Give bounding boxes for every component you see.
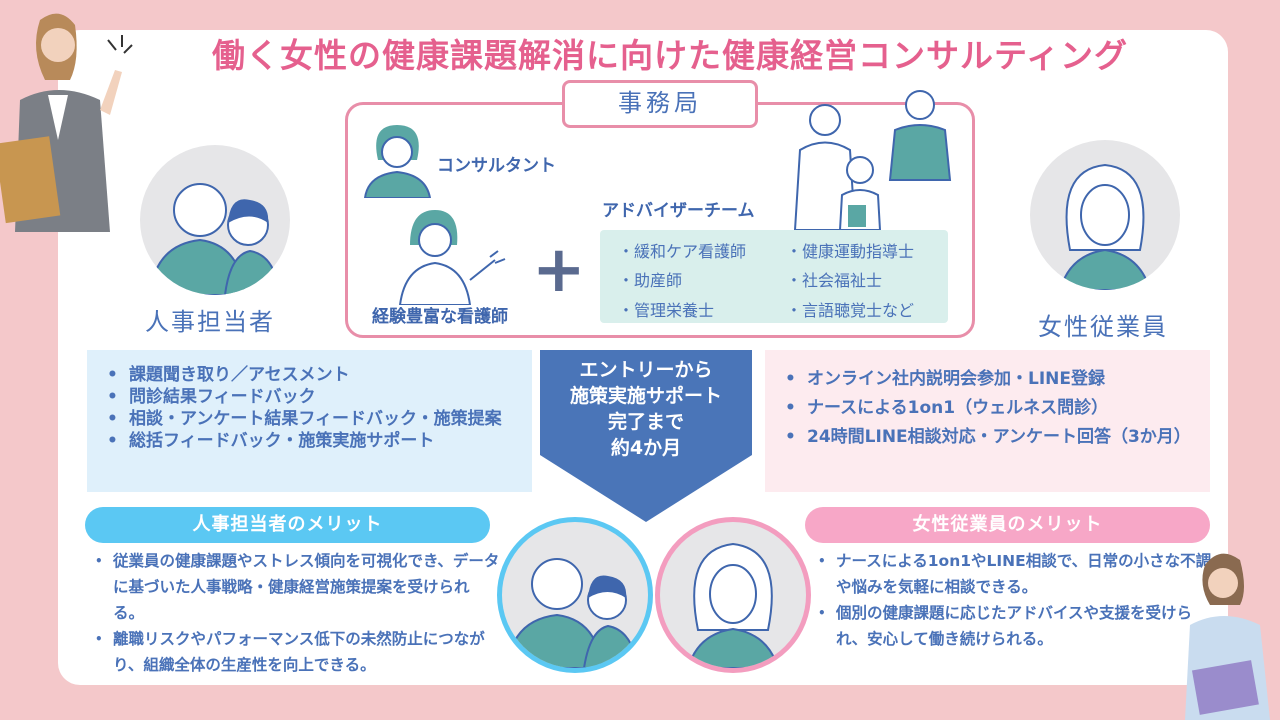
office-label: 事務局 xyxy=(562,80,758,128)
employee-merit-heading: 女性従業員のメリット xyxy=(805,507,1210,543)
hr-merit-heading: 人事担当者のメリット xyxy=(85,507,490,543)
advisor-list: ・緩和ケア看護師 ・健康運動指導士 ・助産師 ・社会福祉士 ・管理栄養士 ・言語… xyxy=(600,230,948,323)
timeline-arrow xyxy=(540,350,752,522)
consultant-label: コンサルタント xyxy=(437,156,556,176)
advisor-item: ・管理栄養士 xyxy=(618,300,715,320)
hr-task-item: 問診結果フィードバック xyxy=(107,386,522,408)
medical-staff-illustration xyxy=(793,90,952,230)
hr-task-item: 総括フィードバック・施策実施サポート xyxy=(107,430,522,452)
hr-task-list: 課題聞き取り／アセスメント 問診結果フィードバック 相談・アンケート結果フィード… xyxy=(87,350,532,492)
presenter-woman-illustration xyxy=(0,13,133,232)
employee-task-item: オンライン社内説明会参加・LINE登録 xyxy=(785,365,1200,394)
advisor-item: ・言語聴覚士など xyxy=(786,300,915,320)
hr-merit-list: 従業員の健康課題やストレス傾向を可視化でき、データに基づいた人事戦略・健康経営施… xyxy=(95,548,500,678)
hr-task-item: 相談・アンケート結果フィードバック・施策提案 xyxy=(107,408,522,430)
hr-merit-item: 従業員の健康課題やストレス傾向を可視化でき、データに基づいた人事戦略・健康経営施… xyxy=(95,548,500,626)
page-title: 働く女性の健康課題解消に向けた健康経営コンサルティング xyxy=(211,36,1129,75)
timeline-line: エントリーから xyxy=(579,359,713,381)
employee-task-list: オンライン社内説明会参加・LINE登録 ナースによる1on1（ウェルネス問診） … xyxy=(765,350,1210,492)
female-employee-avatar xyxy=(1030,140,1180,290)
employee-merit-avatar xyxy=(655,517,811,673)
nurse-icon xyxy=(398,210,506,305)
timeline-line: 完了まで xyxy=(607,411,684,433)
female-employee-label: 女性従業員 xyxy=(1038,313,1168,341)
timeline-text: エントリーから 施策実施サポート 完了まで 約4か月 xyxy=(540,357,752,461)
woman-with-folder-illustration xyxy=(1185,553,1270,720)
consultant-icon xyxy=(363,125,432,198)
employee-merit-list: ナースによる1on1やLINE相談で、日常の小さな不調や悩みを気軽に相談できる。… xyxy=(818,548,1213,652)
timeline-line: 施策実施サポート xyxy=(569,385,722,407)
advisor-item: ・助産師 xyxy=(618,271,683,291)
advisor-item: ・社会福祉士 xyxy=(786,271,883,291)
employee-merit-item: ナースによる1on1やLINE相談で、日常の小さな不調や悩みを気軽に相談できる。 xyxy=(818,548,1213,600)
hr-merit-avatar xyxy=(497,517,653,673)
employee-merit-item: 個別の健康課題に応じたアドバイスや支援を受けられ、安心して働き続けられる。 xyxy=(818,600,1213,652)
timeline-line: 約4か月 xyxy=(610,437,682,459)
advisor-team-label: アドバイザーチーム xyxy=(602,201,755,221)
employee-task-item: ナースによる1on1（ウェルネス問診） xyxy=(785,394,1200,423)
hr-label: 人事担当者 xyxy=(145,308,275,336)
hr-avatar xyxy=(140,145,290,295)
employee-task-item: 24時間LINE相談対応・アンケート回答（3か月） xyxy=(785,423,1200,452)
advisor-item: ・健康運動指導士 xyxy=(786,242,915,261)
hr-task-item: 課題聞き取り／アセスメント xyxy=(107,364,522,386)
advisor-item: ・緩和ケア看護師 xyxy=(618,242,747,261)
plus-icon: + xyxy=(532,233,586,307)
hr-merit-item: 離職リスクやパフォーマンス低下の未然防止につながり、組織全体の生産性を向上できる… xyxy=(95,626,500,678)
nurse-label: 経験豊富な看護師 xyxy=(372,307,508,327)
